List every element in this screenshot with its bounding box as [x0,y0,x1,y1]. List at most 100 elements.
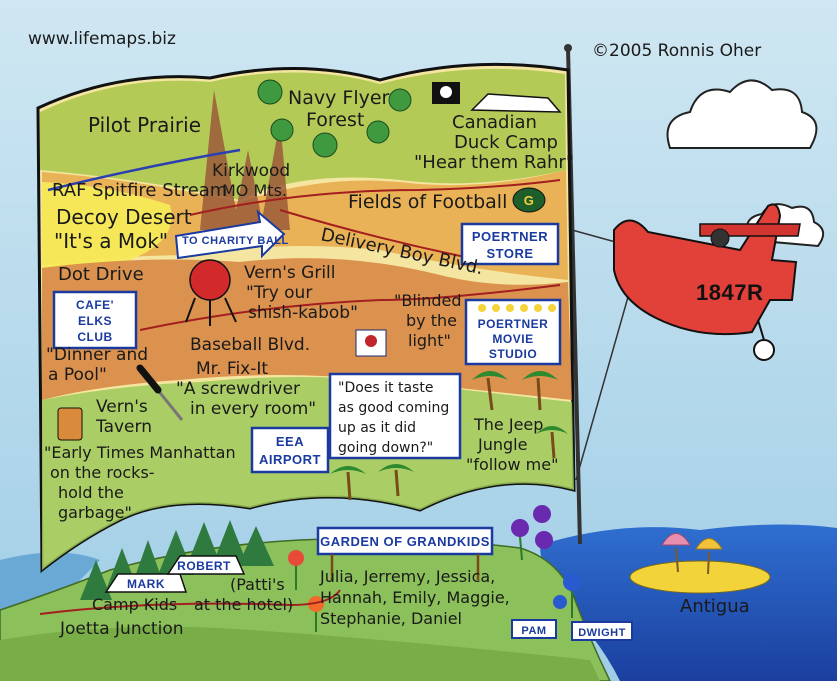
pole-knob [564,44,572,52]
label-antigua: Antigua [680,596,750,617]
umbrella-pole [707,551,710,575]
tent-icon [470,93,562,113]
duck-icon [440,86,452,98]
label-blinded: "Blinded [394,291,462,310]
label-jeep-3: "follow me" [466,455,558,474]
label-mr-fix-it: Mr. Fix-It [196,359,268,379]
palm-tree-icon [330,466,366,501]
dwight-label: DWIGHT [578,627,626,639]
flower-icon [535,531,553,549]
label-screwdriver-2: in every room" [190,399,316,419]
land-road [39,589,341,615]
umbrella-icon [661,533,691,546]
tree-icon [270,118,294,142]
label-canadian: Canadian [452,112,537,133]
screwdriver-handle [136,364,162,394]
label-pilot-prairie: Pilot Prairie [88,113,201,137]
label-early-times-4: garbage" [58,503,132,522]
poertner-store-box [460,222,560,266]
label-kirkwood: Kirkwood [212,161,290,181]
tent-label-robert: ROBERT [177,559,231,573]
grandkids-line-3: Stephanie, Daniel [320,609,462,628]
grandkids-line-1: Julia, Jerremy, Jessica, [319,567,495,586]
plane-tail-number: 1847R [696,280,763,305]
cafe-line-1: CAFE' [76,298,114,312]
copyright: ©2005 Ronnis Oher [592,41,761,61]
label-jeep-1: The Jeep [473,415,543,434]
flower-icon [563,573,581,618]
label-fields-of-football: Fields of Football [348,191,507,213]
quote-box [328,372,462,460]
label-a-pool: a Pool" [48,365,107,385]
tree-icon [257,79,283,105]
label-mo-mts: MO Mts. [222,181,287,200]
tent-label-mark: MARK [127,577,165,591]
umbrella-icon [695,538,723,550]
eea-airport-box [250,426,330,474]
grill-leg [224,297,237,323]
label-verns: Vern's [96,397,148,417]
label-to-charity-ball: TO CHARITY BALL [182,235,289,247]
biplane-icon [613,203,801,361]
movie-studio-line-3: STUDIO [489,347,537,361]
label-early-times-3: hold the [58,483,124,502]
label-early-times-2: on the rocks- [50,463,155,482]
island [629,560,771,594]
label-hear-them: "Hear them Rahr" [414,152,574,173]
label-dinner-and: "Dinner and [46,345,148,365]
umbrella-pole [675,547,679,573]
cafe-line-2: ELKS [78,314,112,328]
cafe-elks-club-box [52,290,138,350]
label-light: light" [408,331,451,350]
dwight-sign [571,621,633,641]
label-at-the-hotel: at the hotel) [194,595,293,614]
label-tavern: Tavern [95,417,152,437]
flower-icon [288,550,304,590]
eea-airport-line-1: EEA [276,434,304,449]
label-forest: Forest [306,109,364,131]
tent-robert-icon [166,555,246,575]
label-dot-drive: Dot Drive [58,264,144,285]
tow-rope [575,289,631,481]
movie-studio-line-2: MOVIE [492,332,533,346]
label-its-a-mok: "It's a Mok" [54,229,168,253]
label-decoy-desert: Decoy Desert [56,205,192,229]
garden-sign-box [316,526,494,556]
label-baseball-blvd: Baseball Blvd. [190,335,310,355]
grandkids-line-2: Hannah, Emily, Maggie, [320,588,510,607]
palm-tree-icon [522,371,558,411]
flower-icon [553,595,567,609]
glass-icon [57,407,83,441]
palm-tree-icon [378,464,414,497]
movie-studio-line-1: POERTNER [478,317,549,331]
sea [540,524,837,681]
region-mountains [200,90,290,230]
label-duck-camp: Duck Camp [454,132,558,153]
road [189,179,561,216]
label-joetta-junction: Joetta Junction [59,619,184,639]
road [279,209,481,261]
label-shish-kabob: shish-kabob" [248,303,358,323]
tree-icon [312,132,338,158]
label-pattis: (Patti's [230,575,285,594]
grill-leg [185,297,196,323]
charity-ball-arrow [174,209,286,260]
land-shade [0,626,600,681]
label-verns-grill: Vern's Grill [244,263,336,283]
tree-icon [366,120,390,144]
flower-icon [533,505,551,523]
quote-line-4: going down?" [338,440,433,456]
flower-icon [308,596,324,632]
quote-line-1: "Does it taste [338,380,433,396]
label-try-our: "Try our [246,283,312,303]
palm-tree-icon [472,371,508,411]
label-navy-flyer: Navy Flyer [288,87,390,109]
poertner-store-line-2: STORE [486,246,533,261]
quote-line-3: up as it did [338,420,416,436]
stream [47,148,241,192]
website-url: www.lifemaps.biz [28,29,176,49]
palm-tree-icon [536,426,568,459]
football-logo-letter: G [524,193,535,208]
